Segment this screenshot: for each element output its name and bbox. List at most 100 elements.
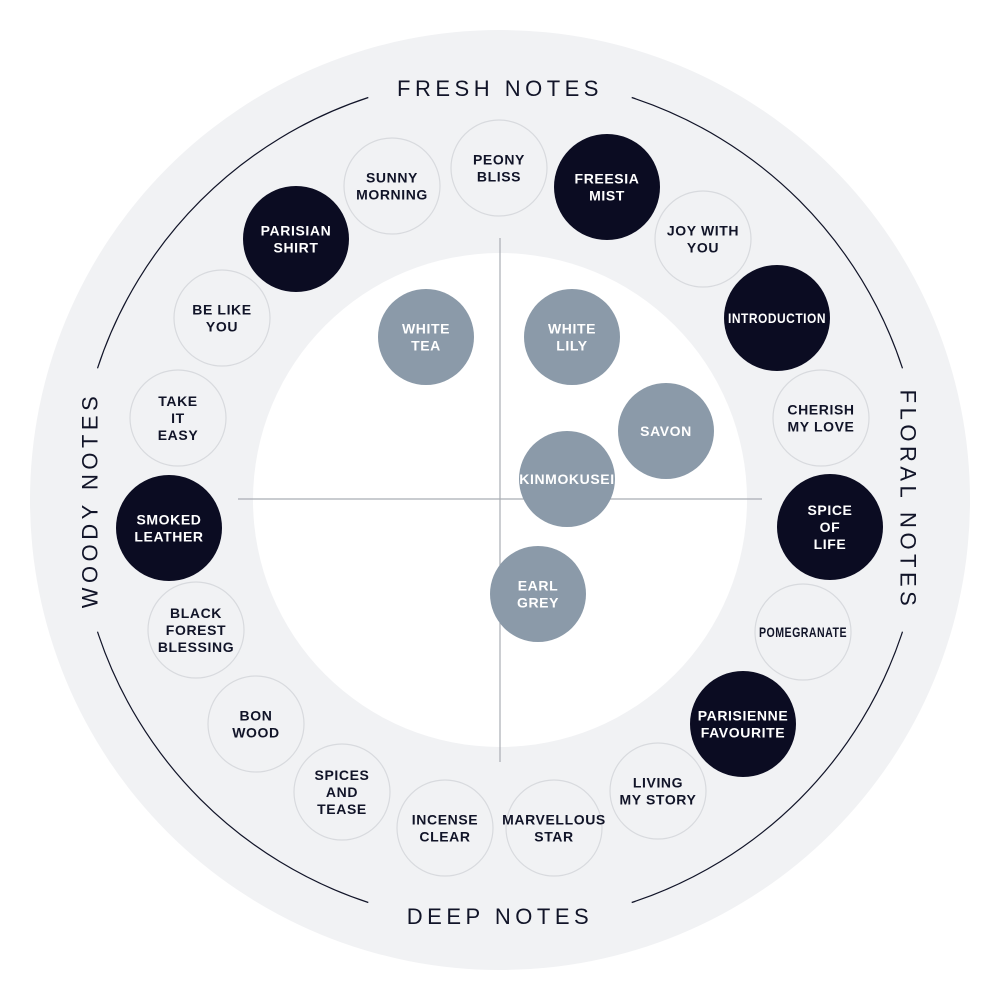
- scent-label: CHERISH: [787, 402, 854, 418]
- scent-bubble: [754, 583, 852, 681]
- scent-bubble: [343, 137, 441, 235]
- scent-bubble: [490, 546, 586, 642]
- scent-label: SMOKED: [136, 512, 201, 528]
- scent-label: INTRODUCTION: [728, 310, 826, 326]
- scent-label: WHITE: [402, 321, 450, 337]
- scent-label: AND: [326, 784, 358, 800]
- scent-label: MIST: [589, 188, 625, 204]
- scent-label: TAKE: [158, 393, 197, 409]
- scent-label: GREY: [517, 595, 559, 611]
- scent-bubble: [396, 779, 494, 877]
- scent-label: SPICES: [315, 767, 370, 783]
- scent-bubble: [129, 369, 227, 467]
- scent-savon: SAVON: [618, 383, 714, 479]
- scent-label: PARISIAN: [261, 223, 332, 239]
- scent-label: LEATHER: [134, 529, 203, 545]
- scent-bubble: [654, 190, 752, 288]
- scent-label: OF: [820, 519, 841, 535]
- quadrant-axes: [238, 238, 762, 762]
- scent-label: SUNNY: [366, 170, 418, 186]
- scent-bubble: [772, 369, 870, 467]
- scent-label: SAVON: [640, 423, 692, 439]
- scent-bubble: [519, 431, 615, 527]
- scent-label: MY STORY: [620, 792, 697, 808]
- scent-bubble: [777, 474, 883, 580]
- scent-bubble: [450, 119, 548, 217]
- scent-label: IT: [171, 410, 185, 426]
- scent-label: TEA: [411, 338, 441, 354]
- section-label-floral: FLORAL NOTES: [896, 390, 921, 611]
- scent-label: BLESSING: [158, 639, 234, 655]
- scent-bubble: [505, 779, 603, 877]
- scent-kinmokusei: KINMOKUSEI: [519, 431, 615, 527]
- scent-bubble: [554, 134, 660, 240]
- divider-arc-bottom-right: [631, 631, 904, 904]
- scent-label: BON: [240, 708, 273, 724]
- divider-arc-top-right: [631, 96, 904, 369]
- scent-bubble: [690, 671, 796, 777]
- section-label-deep: DEEP NOTES: [407, 904, 593, 929]
- scent-bubble: [724, 265, 830, 371]
- scent-bubble: [524, 289, 620, 385]
- scent-bubble: [243, 186, 349, 292]
- divider-arc-bottom-left: [96, 631, 369, 904]
- scent-label: LILY: [556, 338, 588, 354]
- section-dividers: [96, 96, 904, 904]
- scent-label: EASY: [158, 427, 199, 443]
- scent-label: STAR: [534, 829, 573, 845]
- scent-pomegranate: POMEGRANATE: [754, 583, 852, 681]
- scent-label: SPICE: [807, 502, 852, 518]
- divider-arc-top-left: [96, 96, 369, 369]
- scent-label: MY LOVE: [788, 419, 855, 435]
- scent-label: MORNING: [356, 187, 428, 203]
- scent-label: FAVOURITE: [701, 725, 785, 741]
- scent-label: POMEGRANATE: [759, 624, 847, 640]
- scent-label: EARL: [518, 578, 559, 594]
- scent-label: LIFE: [814, 536, 847, 552]
- scent-bubble: [293, 743, 391, 841]
- scent-label: BE LIKE: [192, 302, 251, 318]
- scent-label: SHIRT: [274, 240, 319, 256]
- scent-label: FREESIA: [575, 171, 640, 187]
- scent-label: WHITE: [548, 321, 596, 337]
- scent-label: BLISS: [477, 169, 521, 185]
- scent-label: BLACK: [170, 605, 222, 621]
- scent-bubble: [378, 289, 474, 385]
- scent-label: CLEAR: [419, 829, 470, 845]
- scent-label: INCENSE: [412, 812, 478, 828]
- scent-bubble: [173, 269, 271, 367]
- scent-bubble: [207, 675, 305, 773]
- scent-label: PARISIENNE: [698, 708, 789, 724]
- scent-introduction: INTRODUCTION: [724, 265, 830, 371]
- scent-label: TEASE: [317, 801, 367, 817]
- section-label-woody: WOODY NOTES: [78, 392, 103, 609]
- scent-label: MARVELLOUS: [502, 812, 606, 828]
- scent-label: YOU: [206, 319, 238, 335]
- scent-label: WOOD: [232, 725, 280, 741]
- scent-label: JOY WITH: [667, 223, 739, 239]
- scent-label: KINMOKUSEI: [519, 471, 614, 487]
- scent-label: PEONY: [473, 152, 525, 168]
- scent-bubble: [618, 383, 714, 479]
- scent-label: FOREST: [166, 622, 226, 638]
